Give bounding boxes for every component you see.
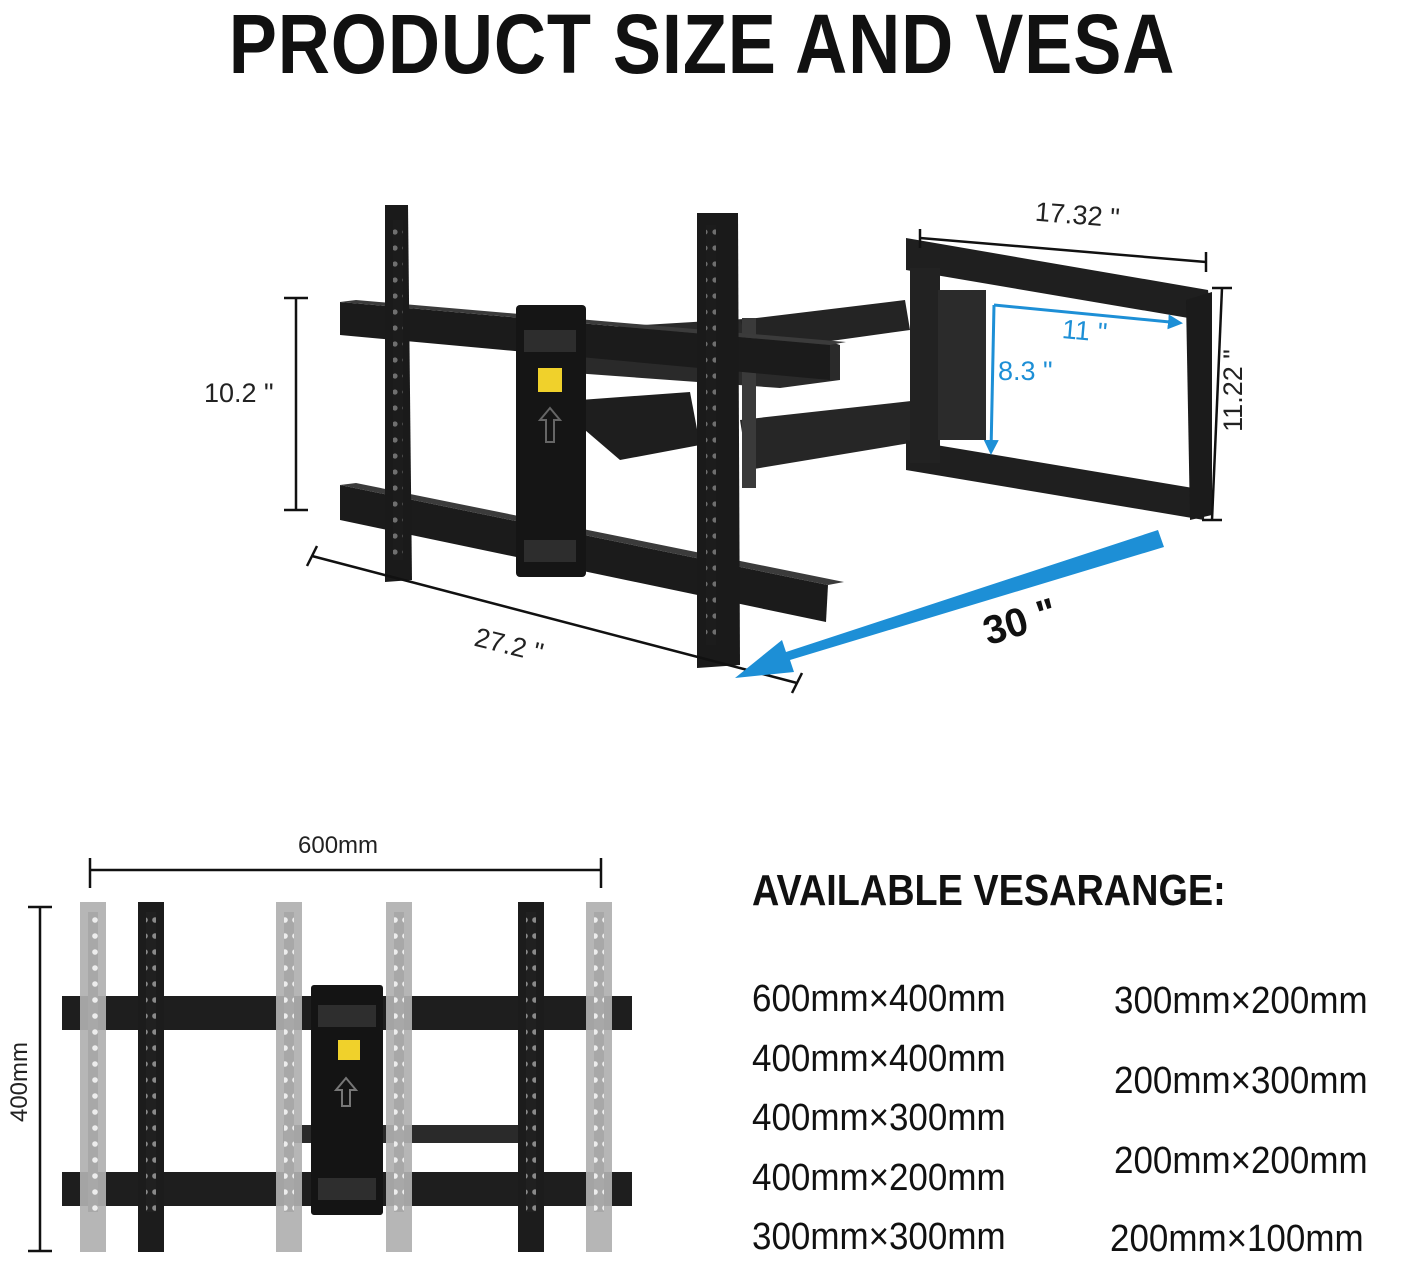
vertical-brackets (385, 205, 740, 668)
inner-dimension-arrows (983, 303, 1183, 455)
dimension-lines (284, 229, 1232, 694)
dim-inner-height: 8.3 " (998, 356, 1053, 386)
wall-plate (906, 238, 1212, 520)
dim-top-width: 17.32 " (1033, 196, 1121, 234)
vesa-option: 400mm×300mm (752, 1097, 1006, 1139)
page-title: PRODUCT SIZE AND VESA (228, 0, 1176, 91)
dim-inner-width: 11 " (1060, 314, 1109, 348)
vesa-range-heading: AVAILABLE VESARANGE: (752, 866, 1226, 915)
vesa-option: 400mm×200mm (752, 1157, 1006, 1199)
vesa-diagram (28, 858, 632, 1253)
vesa-option: 300mm×200mm (1114, 980, 1368, 1022)
dim-rail-height: 10.2 " (204, 378, 274, 408)
dark-brackets (138, 902, 544, 1252)
extension-arrow (735, 530, 1164, 678)
center-plate (516, 305, 586, 577)
vesa-option: 600mm×400mm (752, 978, 1006, 1020)
vesa-option: 200mm×300mm (1114, 1060, 1368, 1102)
gray-brackets (80, 902, 612, 1252)
vesa-option: 400mm×400mm (752, 1038, 1006, 1080)
vesa-option: 200mm×100mm (1110, 1218, 1364, 1260)
vesa-width-label: 600mm (298, 832, 379, 859)
dim-plate-height: 11.22 " (1217, 349, 1248, 432)
vesa-height-label: 400mm (6, 1041, 34, 1123)
vesa-option: 300mm×300mm (752, 1216, 1006, 1258)
vesa-option: 200mm×200mm (1114, 1140, 1368, 1182)
